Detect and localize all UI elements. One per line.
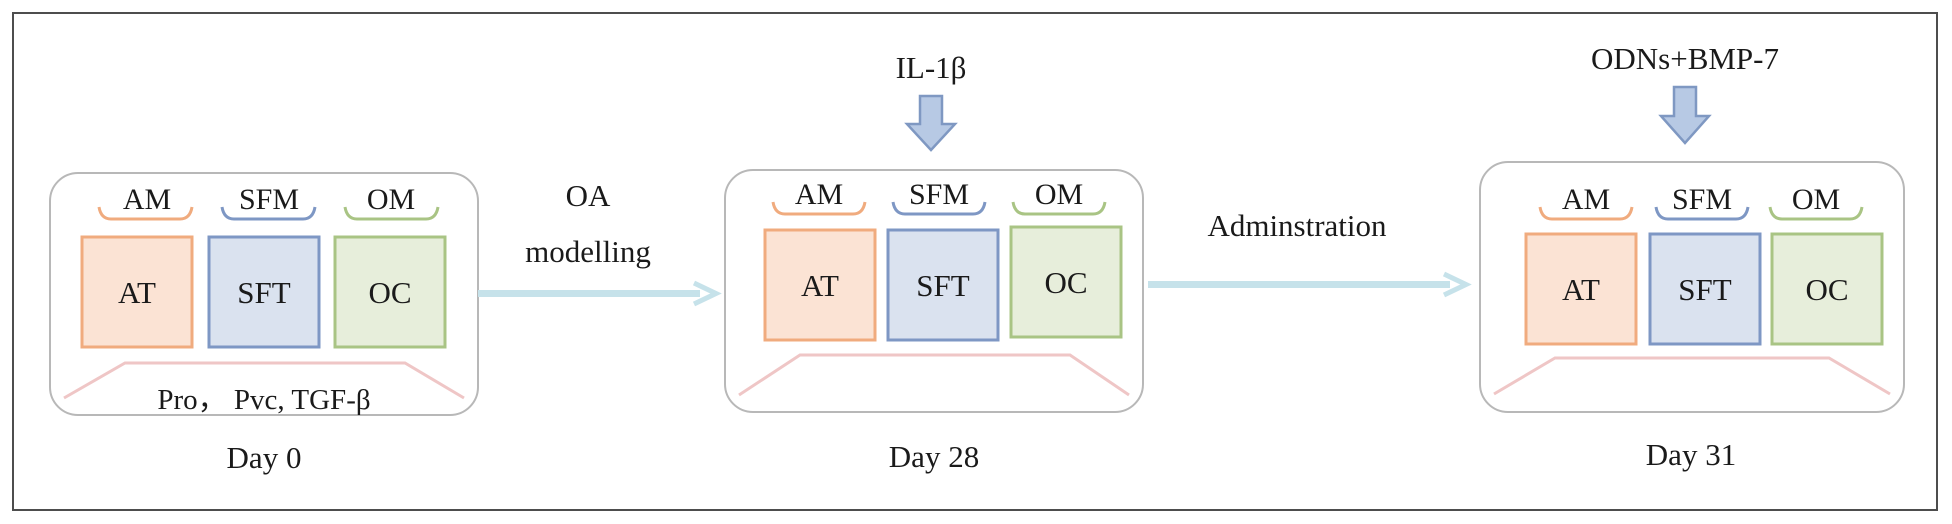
down-arrow-icon — [904, 94, 958, 152]
stage-note: Pro， Pvc, TGF-β — [157, 384, 370, 416]
medium-label-sfm: SFM — [909, 178, 969, 211]
stage-day-label: Day 28 — [889, 439, 979, 474]
tissue-label-at: AT — [801, 268, 839, 303]
medium-dish-om — [1011, 201, 1107, 216]
medium-label-am: AM — [795, 178, 843, 211]
right-arrow-icon — [478, 280, 722, 307]
tissue-box-sft — [886, 228, 1000, 342]
medium-label-sfm: SFM — [239, 183, 299, 216]
input-odns-bmp7: ODNs+BMP-7 — [1591, 41, 1779, 145]
medium-label-om: OM — [1035, 178, 1083, 211]
medium-label-am: AM — [1562, 183, 1610, 216]
stage-day-28: AM SFM OM AT SFT OC Day 28 — [724, 169, 1144, 474]
input-il1b: IL-1β — [896, 50, 967, 152]
medium-dish-am — [97, 206, 194, 221]
stage-day-label: Day 31 — [1646, 437, 1736, 472]
medium-label-sfm: SFM — [1672, 183, 1732, 216]
tissue-box-at — [80, 235, 194, 349]
transition-label-line-2: modelling — [525, 234, 651, 269]
transition-label-line-1: Adminstration — [1207, 208, 1387, 243]
stage-day-0: AM SFM OM AT SFT OC Pro， Pvc, TGF-β Day … — [49, 172, 479, 475]
tissue-box-oc — [333, 235, 447, 349]
stage-day-label: Day 0 — [227, 440, 302, 475]
tissue-box-sft — [1648, 232, 1762, 346]
stage-day-31: AM SFM OM AT SFT OC Day 31 — [1479, 161, 1905, 472]
input-label: ODNs+BMP-7 — [1591, 41, 1779, 76]
tissue-label-sft: SFT — [237, 275, 290, 310]
medium-label-am: AM — [123, 183, 171, 216]
tissue-label-oc: OC — [1805, 272, 1848, 307]
medium-dish-am — [771, 201, 867, 216]
transition-adminstration: Adminstration — [1148, 208, 1472, 298]
down-arrow-icon — [1658, 85, 1712, 145]
medium-dish-om — [1768, 206, 1864, 221]
tissue-box-oc — [1770, 232, 1884, 346]
tissue-box-sft — [207, 235, 321, 349]
right-arrow-icon — [1148, 271, 1472, 298]
medium-dish-om — [343, 206, 440, 221]
medium-dish-sfm — [1654, 206, 1750, 221]
medium-label-om: OM — [367, 183, 415, 216]
base-tray — [1493, 356, 1891, 396]
outer-frame — [12, 12, 1938, 511]
tissue-label-sft: SFT — [1678, 272, 1731, 307]
medium-dish-am — [1538, 206, 1634, 221]
tissue-box-at — [1524, 232, 1638, 346]
tissue-label-at: AT — [118, 275, 156, 310]
tissue-box-oc — [1009, 225, 1123, 339]
tissue-box-at — [763, 228, 877, 342]
tissue-label-at: AT — [1562, 272, 1600, 307]
tissue-label-oc: OC — [1044, 265, 1087, 300]
base-tray — [738, 353, 1130, 397]
tissue-label-oc: OC — [368, 275, 411, 310]
medium-dish-sfm — [891, 201, 987, 216]
input-label: IL-1β — [896, 50, 967, 85]
transition-label-line-1: OA — [566, 178, 611, 213]
tissue-label-sft: SFT — [916, 268, 969, 303]
transition-oa-modelling: OA modelling — [478, 178, 722, 307]
medium-dish-sfm — [220, 206, 317, 221]
base-tray — [63, 361, 465, 400]
medium-label-om: OM — [1792, 183, 1840, 216]
